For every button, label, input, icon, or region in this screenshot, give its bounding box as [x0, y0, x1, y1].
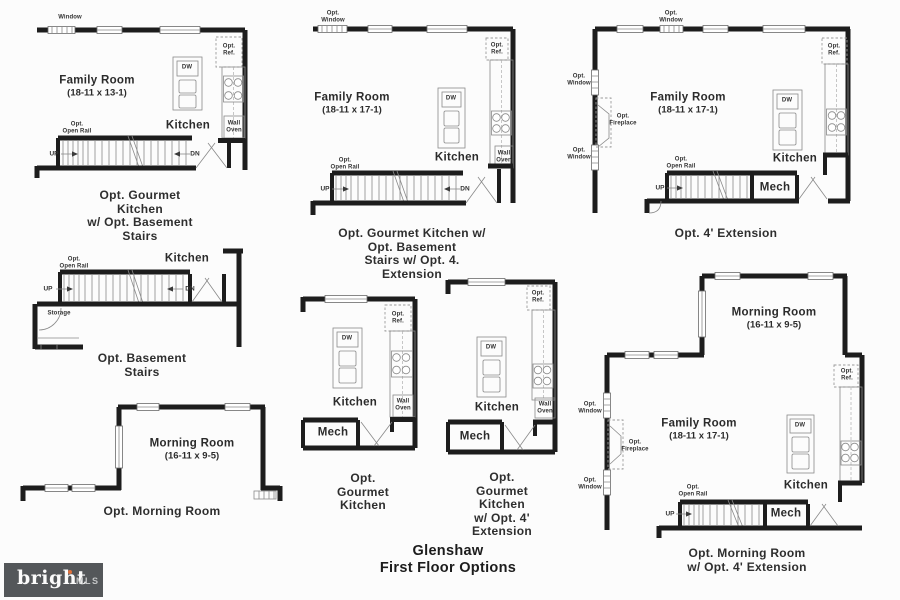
floorplan-drawing: [34, 26, 248, 178]
floorplan-opt-gourmet-kitchen-4ft-extension: Opt. Ref. DW Kitchen Wall Oven Mech Opt.…: [435, 278, 580, 538]
dishwasher-label: DW: [485, 344, 497, 351]
plan-name-title: Glenshaw: [412, 543, 484, 559]
dishwasher-label: DW: [445, 95, 457, 102]
room-label-family: Family Room: [661, 417, 737, 430]
sheet-title: Glenshaw First Floor Options: [380, 543, 516, 577]
wall-oven-label: Wall Oven: [395, 398, 411, 411]
room-dims-morning: (16-11 x 9-5): [746, 319, 802, 331]
room-label-kitchen: Kitchen: [165, 119, 211, 132]
room-label-kitchen: Kitchen: [434, 151, 480, 164]
brightmls-watermark: bright MLS: [4, 563, 103, 597]
floorplan-opt-basement-stairs: Kitchen Opt. Open Rail UP DN Storage Opt…: [25, 242, 260, 378]
plan-caption: Opt. Gourmet Kitchen w/ Opt. Basement St…: [87, 188, 193, 243]
room-label-mech: Mech: [770, 507, 802, 520]
floorplan-opt-morning-room: Morning Room (16-11 x 9-5) Opt. Morning …: [18, 398, 295, 526]
opt-ref-label: Opt. Ref.: [391, 311, 405, 324]
room-dims-family: (18-11 x 17-1): [658, 104, 718, 116]
opt-window-label: Opt. Window: [659, 10, 683, 23]
wall-oven-label: Wall Oven: [537, 401, 553, 414]
brand-accent-dot-icon: [68, 570, 72, 574]
plan-caption: Opt. Gourmet Kitchen w/ Opt. 4' Extensio…: [471, 470, 533, 538]
opt-ref-label: Opt. Ref.: [490, 42, 504, 55]
floorplan-drawing: [20, 403, 283, 501]
dn-label: DN: [190, 150, 200, 158]
room-label-family: Family Room: [650, 91, 726, 104]
room-label-morning: Morning Room: [149, 437, 235, 450]
room-label-family: Family Room: [59, 74, 135, 87]
room-label-mech: Mech: [759, 181, 791, 194]
room-label-mech: Mech: [459, 430, 491, 443]
opt-ref-label: Opt. Ref.: [827, 43, 841, 56]
opt-window-label: Opt. Window: [321, 10, 345, 23]
room-dims-morning: (16-11 x 9-5): [164, 450, 220, 462]
opt-open-rail-label: Opt. Open Rail: [666, 156, 696, 169]
opt-window-label: Opt. Window: [578, 477, 602, 490]
sheet-subtitle: First Floor Options: [379, 560, 517, 576]
plan-caption: Opt. 4' Extension: [674, 226, 778, 240]
dishwasher-label: DW: [781, 97, 793, 104]
floorplan-opt-gourmet-kitchen-basement-stairs: Window Family Room (18-11 x 13-1) Opt. R…: [30, 10, 260, 242]
floorplan-drawing: [310, 25, 516, 215]
floorplan-drawing: [300, 295, 418, 451]
dn-label: DN: [460, 185, 470, 193]
opt-open-rail-label: Opt. Open Rail: [678, 484, 708, 497]
room-label-kitchen: Kitchen: [332, 396, 378, 409]
opt-window-label: Opt. Window: [567, 73, 591, 86]
floorplan-drawing: [603, 272, 865, 538]
brightmls-logo-suffix: MLS: [76, 576, 100, 586]
floorplan-drawing: [591, 25, 851, 214]
up-label: UP: [49, 150, 59, 158]
plan-caption: Opt. Basement Stairs: [97, 351, 187, 379]
wall-oven-label: Wall Oven: [496, 150, 512, 163]
up-label: UP: [655, 184, 665, 192]
floorplan-drawing: [445, 278, 558, 455]
floorplan-opt-gourmet-kitchen-basement-stairs-4ft-extension: Opt. Window Family Room (18-11 x 17-1) O…: [300, 8, 565, 280]
opt-ref-label: Opt. Ref.: [840, 368, 854, 381]
floorplan-opt-morning-room-4ft-extension: Morning Room (16-11 x 9-5) Opt. Window O…: [578, 262, 878, 573]
opt-window-label: Opt. Window: [578, 401, 602, 414]
room-dims-family: (18-11 x 17-1): [669, 430, 729, 442]
up-label: UP: [43, 285, 53, 293]
plan-caption: Opt. Morning Room: [103, 504, 221, 518]
plan-caption: Opt. Gourmet Kitchen w/ Opt. Basement St…: [338, 226, 486, 281]
dishwasher-label: DW: [181, 64, 193, 71]
opt-open-rail-label: Opt. Open Rail: [59, 256, 89, 269]
dishwasher-label: DW: [794, 422, 806, 429]
wall-oven-label: Wall Oven: [226, 120, 242, 133]
window-label: Window: [58, 14, 82, 21]
room-label-kitchen: Kitchen: [474, 401, 520, 414]
dishwasher-label: DW: [341, 335, 353, 342]
up-label: UP: [665, 510, 675, 518]
floorplan-opt-gourmet-kitchen: Opt. Ref. DW Kitchen Wall Oven Mech Opt.…: [295, 280, 440, 512]
opt-ref-label: Opt. Ref.: [531, 290, 545, 303]
storage-label: Storage: [47, 310, 71, 317]
plan-caption: Opt. Gourmet Kitchen: [336, 471, 390, 512]
room-label-morning: Morning Room: [731, 306, 817, 319]
room-dims-family: (18-11 x 13-1): [67, 87, 127, 99]
opt-fireplace-label: Opt. Fireplace: [609, 113, 637, 126]
dn-label: DN: [185, 285, 195, 293]
floorplan-opt-4ft-extension: Opt. Window Opt. Window Opt. Window Opt.…: [567, 8, 875, 250]
room-label-kitchen: Kitchen: [783, 479, 829, 492]
room-label-mech: Mech: [317, 426, 349, 439]
opt-ref-label: Opt. Ref.: [222, 43, 236, 56]
up-label: UP: [320, 185, 330, 193]
room-dims-family: (18-11 x 17-1): [322, 104, 382, 116]
plan-caption: Opt. Morning Room w/ Opt. 4' Extension: [687, 546, 807, 574]
opt-open-rail-label: Opt. Open Rail: [62, 121, 92, 134]
floorplan-drawing: [32, 248, 243, 350]
room-label-kitchen: Kitchen: [164, 252, 210, 265]
opt-open-rail-label: Opt. Open Rail: [330, 157, 360, 170]
opt-fireplace-label: Opt. Fireplace: [621, 439, 649, 452]
opt-window-label: Opt. Window: [567, 147, 591, 160]
room-label-kitchen: Kitchen: [772, 152, 818, 165]
room-label-family: Family Room: [314, 91, 390, 104]
